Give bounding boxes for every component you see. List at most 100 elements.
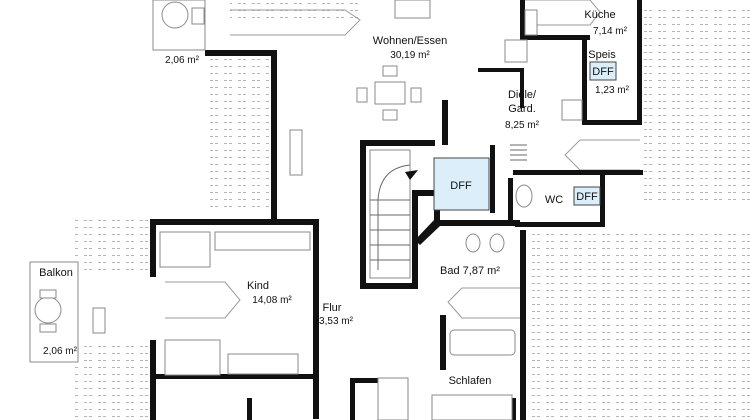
wall	[637, 0, 642, 125]
dff-skylight-wc	[573, 186, 601, 206]
roof-area-left-lower	[75, 345, 155, 420]
wall	[582, 120, 642, 125]
roof-area-left-upper	[205, 55, 275, 210]
dining-chair	[382, 65, 398, 77]
kind-shelf	[214, 231, 311, 251]
dining-table	[374, 81, 406, 105]
roof-area-right-upper	[640, 10, 750, 200]
wall	[360, 140, 435, 146]
room-name-bad: Bad 7,87 m²	[440, 265, 500, 277]
room-name-diele-2: Gard.	[508, 103, 536, 115]
room-name-wohnen: Wohnen/Essen	[373, 35, 447, 47]
wall	[520, 68, 524, 108]
wall	[350, 378, 390, 383]
wall	[520, 35, 590, 40]
wall	[271, 50, 277, 225]
roof-area-right-lower	[520, 230, 750, 420]
speis-shelf	[561, 99, 583, 121]
wc-toilet	[515, 184, 533, 208]
kind-sofa	[227, 353, 299, 375]
wall	[150, 340, 156, 420]
wall	[490, 145, 495, 213]
kind-desk	[164, 339, 221, 376]
wall	[508, 178, 513, 222]
slope-arrow-bad	[447, 287, 520, 319]
room-area-wohnen: 30,19 m²	[390, 50, 430, 61]
wall	[513, 170, 643, 175]
room-name-kind: Kind	[247, 280, 269, 292]
kind-cabinet	[92, 307, 106, 334]
wall	[515, 222, 605, 227]
stair-body	[369, 149, 411, 279]
dff-label-wc: DFF	[576, 191, 598, 203]
slope-arrow-right	[564, 139, 640, 171]
wall	[510, 398, 516, 420]
armchair	[394, 0, 431, 19]
kind-bed	[159, 231, 211, 268]
room-name-kueche: Küche	[584, 9, 615, 21]
room-area-kueche: 7,14 m²	[593, 26, 628, 37]
slope-arrow-kueche	[520, 0, 601, 26]
wall	[582, 35, 587, 125]
wall	[150, 219, 315, 225]
kitchen-unit	[504, 39, 528, 63]
room-area-speis: 1,23 m²	[595, 85, 630, 96]
wall	[360, 283, 418, 289]
dff-skylight-stair	[433, 157, 490, 211]
room-area-kind: 14,08 m²	[252, 295, 292, 306]
room-name-wc: WC	[545, 194, 563, 206]
wall	[412, 190, 418, 288]
wall	[150, 374, 315, 379]
dining-chair	[356, 87, 368, 103]
dff-label-stair: DFF	[450, 180, 472, 192]
wall	[520, 230, 526, 420]
room-name-flur: Flur	[323, 302, 342, 314]
balkon-top	[152, 0, 206, 51]
bad-toilet	[465, 233, 481, 253]
balkon-left-table	[34, 296, 62, 324]
dining-chair	[382, 109, 398, 121]
wall	[313, 219, 319, 419]
slope-arrow-top	[230, 9, 361, 36]
room-name-diele-1: Diele/	[508, 89, 537, 101]
bathtub	[449, 329, 516, 356]
wall	[412, 190, 440, 196]
balkon-left-chair	[39, 323, 57, 333]
wall	[415, 220, 520, 245]
stair-arrow-icon	[405, 170, 418, 180]
room-area-diele: 8,25 m²	[505, 120, 540, 131]
balkon-top-area: 2,06 m²	[165, 55, 200, 66]
schlafen-bed	[431, 394, 513, 420]
balkon-left-name: Balkon	[39, 267, 73, 279]
wall	[520, 0, 525, 38]
balkon-top-table	[161, 1, 189, 29]
slope-outlines	[165, 0, 640, 319]
wall	[350, 378, 355, 420]
sideboard	[289, 129, 303, 176]
wall	[442, 100, 448, 145]
balkon-left-area: 2,06 m²	[43, 346, 78, 357]
bad-bidet	[489, 233, 505, 253]
wall	[205, 50, 277, 56]
wall	[440, 315, 446, 370]
balkon-left	[29, 261, 79, 363]
wall	[478, 68, 523, 72]
slope-arrow-kind	[165, 281, 241, 319]
room-name-speis: Speis	[588, 49, 616, 61]
wall	[360, 140, 366, 288]
roof-area-left-mid	[75, 215, 155, 275]
wall	[247, 398, 252, 420]
wall	[600, 172, 605, 224]
kitchen-counter	[524, 9, 538, 36]
staircase	[369, 149, 418, 279]
furniture	[92, 0, 583, 420]
wall	[150, 219, 156, 277]
room-area-flur: 3,53 m²	[319, 316, 354, 327]
room-name-schlafen: Schlafen	[449, 375, 492, 387]
dff-skylight-speis	[589, 61, 617, 81]
schlafen-wardrobe	[377, 377, 409, 420]
dining-chair	[410, 87, 422, 103]
balkon-top-chair	[191, 7, 205, 25]
roof-hatching	[75, 0, 750, 420]
